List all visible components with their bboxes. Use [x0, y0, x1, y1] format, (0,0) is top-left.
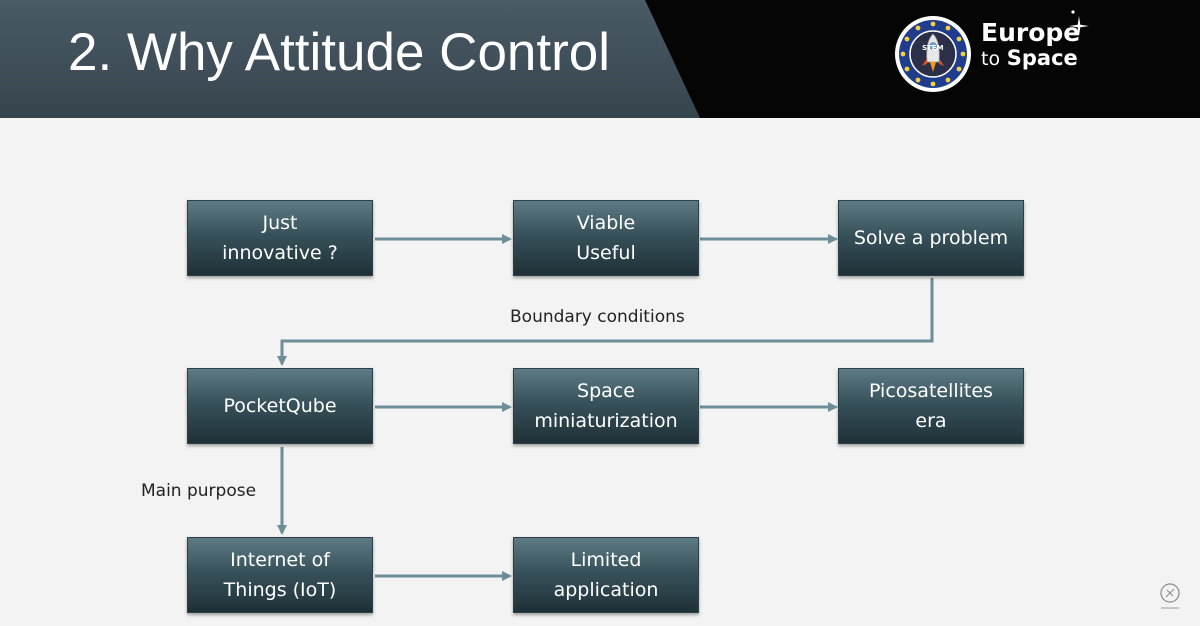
badge-text: STEM — [922, 44, 944, 52]
node-picosatellites-era: Picosatellites era — [838, 368, 1024, 444]
sparkle-icon — [1069, 16, 1089, 36]
logo-line2: to Space — [981, 48, 1080, 69]
node-limited-application: Limited application — [513, 537, 699, 613]
slide-header: 2. Why Attitude Control STEM Europe to S… — [0, 0, 1200, 118]
stem-badge-icon: STEM — [895, 16, 971, 92]
node-iot: Internet of Things (IoT) — [187, 537, 373, 613]
title-band — [0, 0, 700, 118]
europe-to-space-logo: STEM Europe to Space — [893, 10, 1093, 96]
small-star-icon — [1071, 10, 1075, 14]
label-boundary-conditions: Boundary conditions — [510, 307, 685, 327]
logo-to: to — [981, 48, 1001, 70]
node-space-miniaturization: Space miniaturization — [513, 368, 699, 444]
logo-space: Space — [1006, 46, 1078, 70]
node-solve-problem: Solve a problem — [838, 200, 1024, 276]
watermark-logo-icon — [1160, 583, 1180, 609]
slide-title: 2. Why Attitude Control — [68, 23, 611, 82]
node-pocketqube: PocketQube — [187, 368, 373, 444]
arrow-solve-to-pocketqube — [277, 278, 934, 366]
label-main-purpose: Main purpose — [141, 481, 257, 501]
node-just-innovative: Just innovative ? — [187, 200, 373, 276]
logo-line1: Europe — [981, 18, 1081, 47]
node-viable-useful: Viable Useful — [513, 200, 699, 276]
logo-wordmark: Europe to Space — [981, 20, 1080, 69]
